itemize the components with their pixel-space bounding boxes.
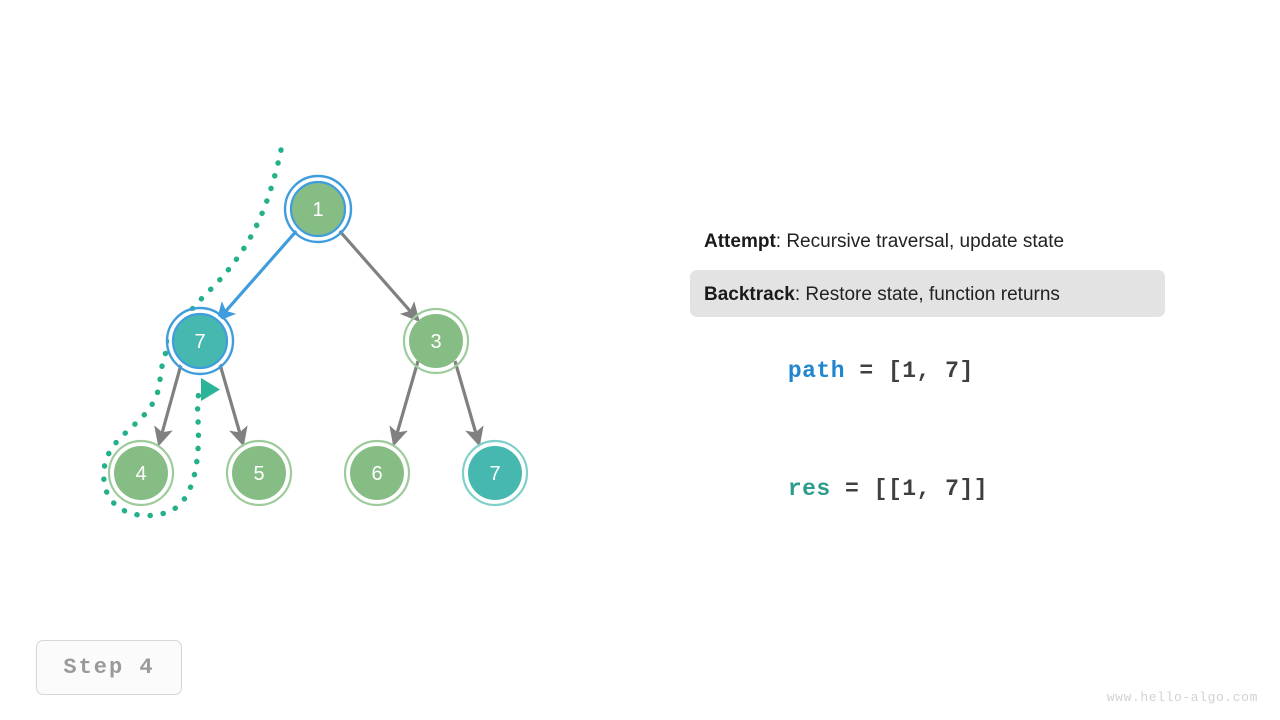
path-variable-line: path = [1, 7] bbox=[702, 332, 974, 410]
info-panel: Attempt: Recursive traversal, update sta… bbox=[690, 0, 1250, 720]
tree-node-7-left[interactable]: 7 bbox=[165, 306, 235, 376]
tree-node-4[interactable]: 4 bbox=[107, 439, 175, 507]
tree-node-7-right[interactable]: 7 bbox=[461, 439, 529, 507]
step-badge: Step 4 bbox=[36, 640, 182, 695]
tree-node-3[interactable]: 3 bbox=[402, 307, 470, 375]
res-variable-line: res = [[1, 7]] bbox=[702, 450, 988, 528]
tree-node-1[interactable]: 1 bbox=[283, 174, 353, 244]
tree-node-5[interactable]: 5 bbox=[225, 439, 293, 507]
step-badge-label: Step 4 bbox=[63, 655, 155, 680]
backtrack-text: : Restore state, function returns bbox=[794, 284, 1060, 305]
tree-svg: 1 7 3 4 bbox=[101, 147, 529, 519]
play-triangle-icon bbox=[201, 378, 220, 401]
edge-7-to-5 bbox=[217, 360, 248, 447]
backtrack-highlight-box bbox=[690, 270, 1165, 317]
res-variable-value: = [[1, 7]] bbox=[830, 476, 989, 502]
res-variable-name: res bbox=[787, 476, 831, 502]
backtrack-trace-path bbox=[101, 147, 284, 519]
edge-1-to-7 bbox=[216, 226, 301, 322]
edge-7-to-4 bbox=[154, 360, 184, 447]
edge-3-to-7 bbox=[453, 360, 484, 447]
binary-tree-diagram: 1 7 3 4 bbox=[101, 147, 529, 519]
watermark: www.hello-algo.com bbox=[1106, 690, 1258, 705]
backtrack-label: Backtrack bbox=[704, 284, 795, 305]
tree-edges bbox=[154, 226, 484, 447]
backtrack-description: Backtrack: Restore state, function retur… bbox=[704, 285, 1060, 304]
attempt-text: : Recursive traversal, update state bbox=[775, 231, 1065, 252]
path-variable-value: = [1, 7] bbox=[845, 358, 974, 384]
attempt-label: Attempt bbox=[704, 231, 776, 252]
attempt-description: Attempt: Recursive traversal, update sta… bbox=[704, 232, 1064, 251]
tree-node-6[interactable]: 6 bbox=[343, 439, 411, 507]
path-variable-name: path bbox=[787, 358, 846, 384]
edge-3-to-6 bbox=[389, 360, 420, 447]
edge-1-to-3 bbox=[335, 226, 420, 322]
